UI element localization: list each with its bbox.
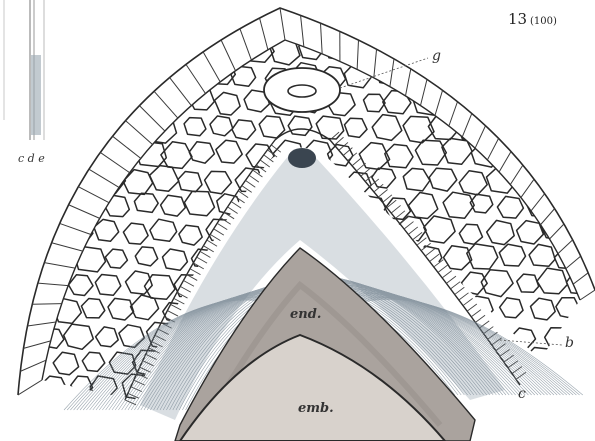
- label-emb: emb.: [298, 401, 334, 416]
- label-cde: c d e: [18, 152, 45, 165]
- adjacent-figure-strip: [4, 0, 44, 140]
- label-g: g: [432, 48, 441, 64]
- vascular-bundle: [264, 58, 428, 112]
- figure-magnification: (100): [530, 16, 557, 27]
- label-c: c: [518, 386, 526, 402]
- label-b: b: [565, 335, 574, 351]
- label-end: end.: [290, 307, 321, 322]
- figure-number: 13: [508, 10, 527, 28]
